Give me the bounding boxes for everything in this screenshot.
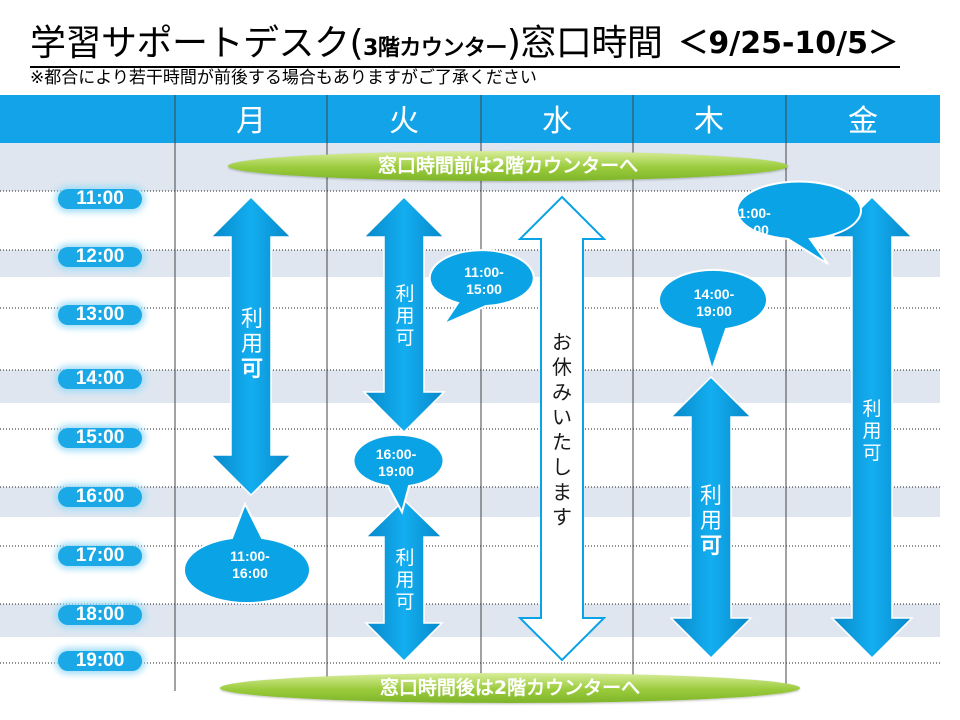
title-date-range: ＜9/25-10/5＞ <box>678 26 898 61</box>
time-label-1700: 17:00 <box>58 546 142 566</box>
banner-before-text: 窓口時間前は2階カウンターへ <box>377 155 639 177</box>
title-mid: 3階カウンター <box>363 36 507 61</box>
label-thu-available: 利 用 可 <box>699 484 722 559</box>
title-post: )窓口時間 <box>506 23 663 64</box>
bubble-tue-b <box>352 433 445 515</box>
day-wed: 水 <box>542 104 572 139</box>
bubble-tue-a <box>428 249 535 327</box>
banner-before-hours: 窓口時間前は2階カウンターへ <box>228 151 788 181</box>
time-label-1400: 14:00 <box>58 369 142 389</box>
label-tue-a-available: 利 用 可 <box>395 283 415 349</box>
time-label-1900: 19:00 <box>58 651 142 671</box>
bubble-mon <box>183 501 311 605</box>
day-mon: 月 <box>236 104 266 139</box>
hour-lines <box>0 190 940 664</box>
title-main: 学習サポートデスク(3階カウンター)窓口時間 <box>30 22 663 71</box>
title-pre: 学習サポートデスク( <box>30 23 364 64</box>
time-label-1100: 11:00 <box>58 189 142 209</box>
label-fri-available: 利 用 可 <box>862 398 882 464</box>
bubble-fri-text: 11:00- 19:00 <box>731 205 771 238</box>
page-title: 学習サポートデスク(3階カウンター)窓口時間 ＜9/25-10/5＞ <box>30 22 900 68</box>
arrow-tue-a <box>362 195 446 434</box>
arrow-mon <box>209 195 293 497</box>
label-tue-b-available: 利 用 可 <box>395 547 415 613</box>
time-label-1800: 18:00 <box>58 605 142 625</box>
time-label-1300: 13:00 <box>58 305 142 325</box>
bubble-mon-text: 11:00- 16:00 <box>230 548 270 581</box>
arrow-fri <box>830 195 914 660</box>
header-row <box>0 95 940 143</box>
bubble-thu-text: 14:00- 19:00 <box>693 286 735 319</box>
banner-after-hours: 窓口時間後は2階カウンターへ <box>220 673 800 703</box>
disclaimer-note: ※都合により若干時間が前後する場合もありますがご了承ください <box>30 68 537 88</box>
label-mon-available: 利 用 可 <box>240 307 263 382</box>
day-fri: 金 <box>848 104 878 139</box>
time-label-1600: 16:00 <box>58 487 142 507</box>
bubble-fri <box>736 180 862 265</box>
time-label-1200: 12:00 <box>58 247 142 267</box>
banner-after-text: 窓口時間後は2階カウンターへ <box>379 677 641 699</box>
bubble-thu <box>658 268 768 374</box>
bubble-tue-b-text: 16:00- 19:00 <box>375 446 417 479</box>
time-label-1500: 15:00 <box>58 428 142 448</box>
label-wed-closed: お 休 み い た し ま す <box>552 330 572 529</box>
bubble-tue-a-text: 11:00- 15:00 <box>464 264 504 297</box>
arrow-thu <box>669 375 753 660</box>
arrow-tue-b <box>364 498 444 663</box>
day-tue: 火 <box>389 104 419 139</box>
day-thu: 木 <box>694 104 724 139</box>
arrow-wed-closed <box>517 195 607 662</box>
